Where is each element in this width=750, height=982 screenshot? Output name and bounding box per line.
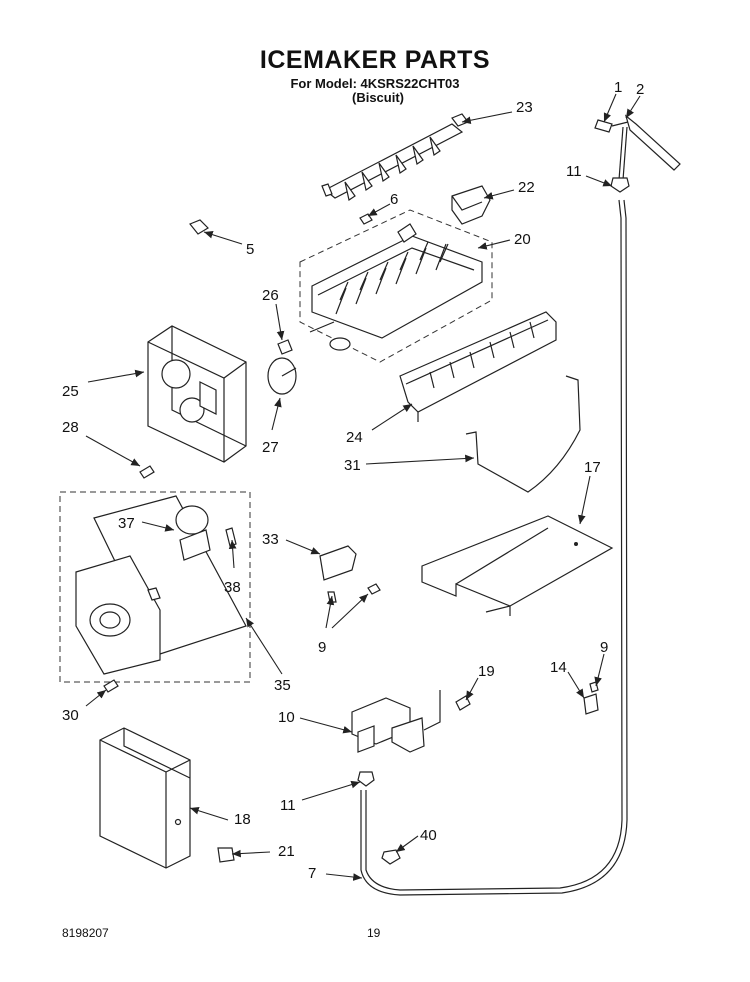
callout-22: 22 [518,179,535,196]
callout-27: 27 [262,439,279,456]
clamp-part-14 [583,681,599,715]
ice-mold-part [299,209,493,363]
callout-2: 2 [636,81,644,98]
callout-25: 25 [62,383,79,400]
callout-9-bracket: 9 [318,639,326,656]
bracket-part-33 [319,545,381,603]
callout-10: 10 [278,709,295,726]
fill-cup-part [451,185,491,225]
page-title: ICEMAKER PARTS [259,46,491,74]
callout-labels: 1 2 23 11 6 22 5 20 26 25 27 24 28 31 17… [62,79,644,882]
callout-31: 31 [344,457,361,474]
control-housing-part [147,325,247,463]
callout-19: 19 [478,663,495,680]
cover-part-18 [99,727,191,869]
callout-33: 33 [262,531,279,548]
callout-30: 30 [62,707,79,724]
control-module-assembly [59,491,251,683]
callout-6: 6 [390,191,398,208]
callout-40: 40 [420,827,437,844]
callout-14: 14 [550,659,567,676]
nut-part-40 [381,849,401,865]
fill-tube-part [594,114,681,181]
callout-35: 35 [274,677,291,694]
callout-18: 18 [234,811,251,828]
callout-7: 7 [308,865,316,882]
callout-20: 20 [514,231,531,248]
model-line: For Model: 4KSRS22CHT03 [290,76,460,91]
callout-37: 37 [118,515,135,532]
callout-1: 1 [614,79,622,96]
clip-part-5 [189,219,209,235]
fill-line-tubing [360,177,630,896]
callout-21: 21 [278,843,295,860]
callout-5: 5 [246,241,254,258]
mounting-plate-part [421,515,614,616]
callout-leader-lines [85,93,641,881]
callout-9-clamp: 9 [600,639,608,656]
plug-part-21 [217,847,235,863]
callout-11-lower: 11 [280,797,296,814]
nut-part-11-lower [357,771,375,787]
page-number: 19 [367,926,381,940]
ejector-blade-assembly [321,113,469,201]
callout-26: 26 [262,287,279,304]
color-line: (Biscuit) [352,90,404,105]
callout-23: 23 [516,99,533,116]
screw-part-30 [103,679,119,693]
callout-28: 28 [62,419,79,436]
screw-part-6 [359,213,373,225]
screw-part-19 [455,695,471,711]
water-valve-part [351,690,441,753]
callout-17: 17 [584,459,601,476]
callout-11: 11 [566,163,582,180]
mold-support-part [399,311,557,422]
callout-38: 38 [224,579,241,596]
screw-part-28 [139,465,155,479]
callout-24: 24 [346,429,363,446]
shutoff-arm-part [465,375,581,493]
coupler-part [267,339,297,395]
document-number: 8198207 [62,926,109,940]
